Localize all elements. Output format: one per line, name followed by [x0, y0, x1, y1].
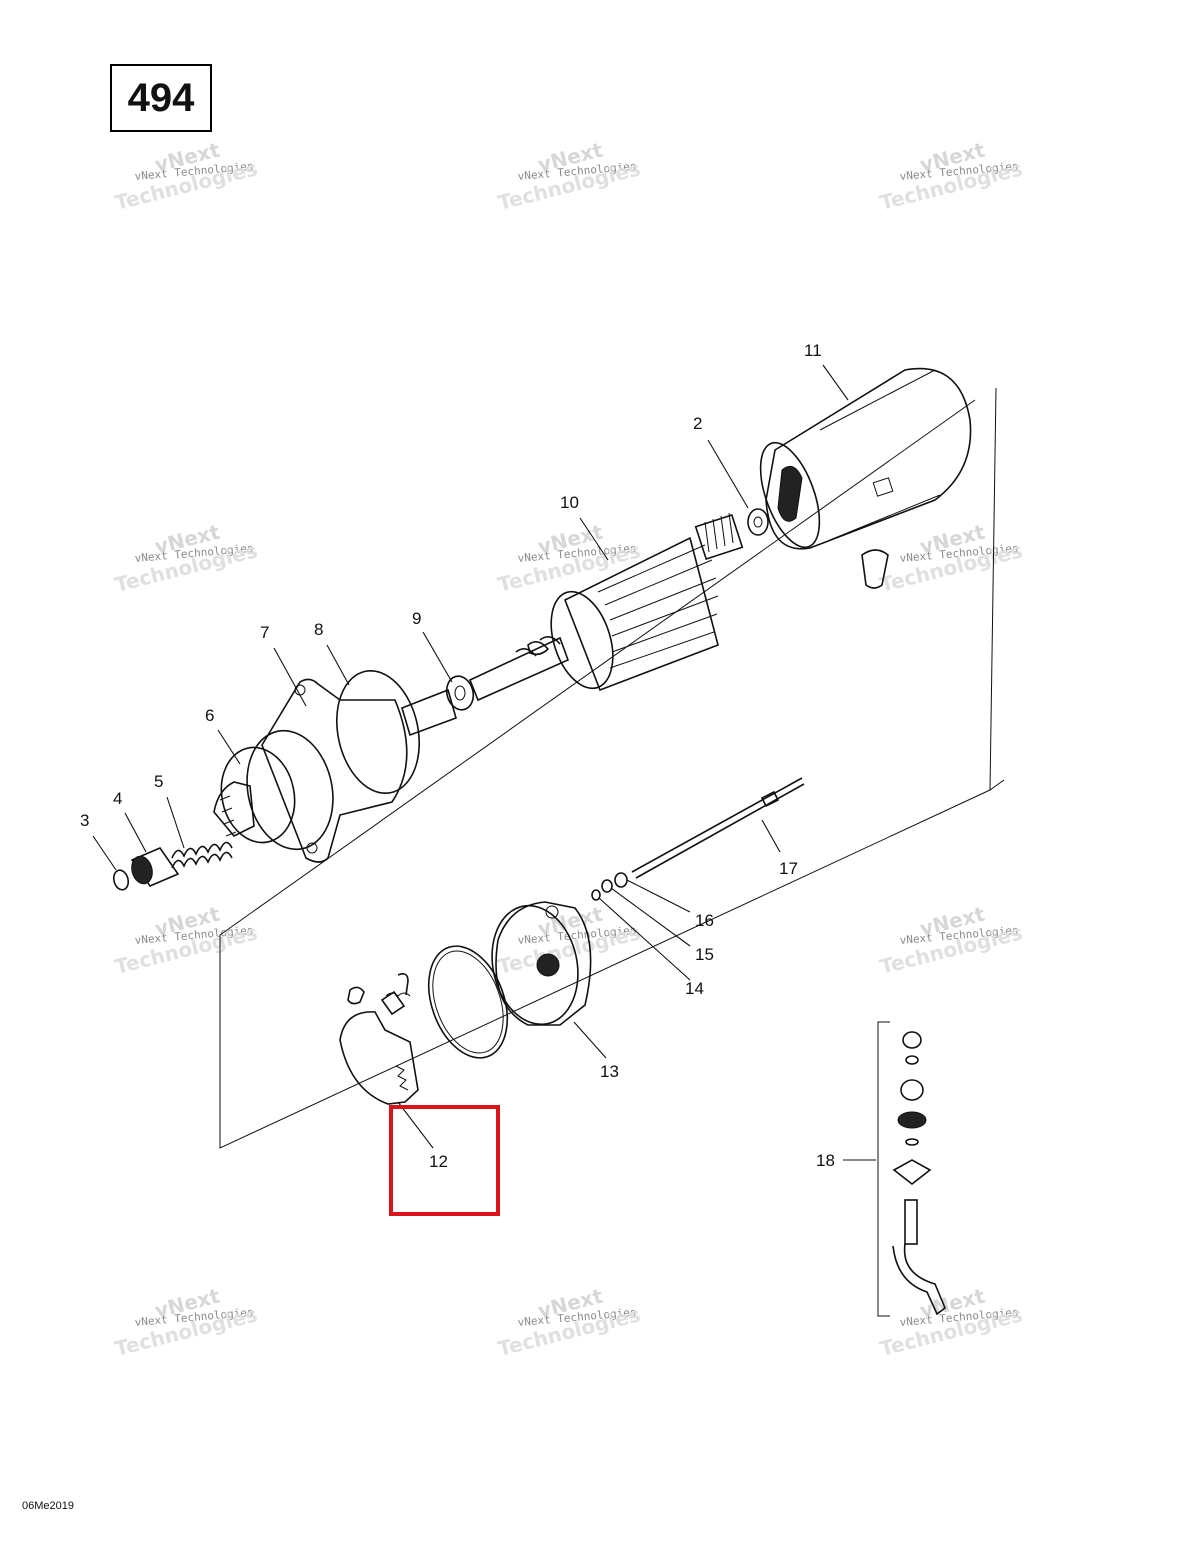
callout-label: 9 [412, 609, 421, 628]
watermarks: vNext vNext Technologies Technologies vN… [112, 138, 1024, 1361]
callout-label: 14 [685, 979, 704, 998]
end-cover-o-ring [427, 945, 509, 1059]
callout-label: 16 [695, 911, 714, 930]
callout-label: 13 [600, 1062, 619, 1081]
callout-label: 8 [314, 620, 323, 639]
watermark-top-left: vNext vNext Technologies Technologies [112, 138, 259, 215]
part-2-washer [747, 508, 769, 536]
watermark-lower-left: vNext vNext Technologies Technologies [112, 902, 259, 979]
date-stamp: 06Me2019 [22, 1500, 74, 1512]
part-5-spring [171, 841, 233, 869]
callout-label: 10 [560, 493, 579, 512]
part-9-washer [445, 675, 475, 711]
part-7-drive-housing [246, 678, 408, 863]
callout-label: 7 [260, 623, 269, 642]
watermark-lower-right: vNext vNext Technologies Technologies [877, 902, 1024, 979]
assembly-frame [219, 387, 1005, 1149]
part-11-housing [759, 367, 972, 589]
callout-labels: 11 2 10 7 8 9 6 5 4 3 17 16 15 14 13 12 … [80, 341, 835, 1171]
page-number-box: 494 [110, 64, 212, 132]
callout-label: 3 [80, 811, 89, 830]
watermark-lower-center: vNext vNext Technologies Technologies [495, 902, 642, 979]
part-10-armature [468, 512, 744, 702]
watermark-top-right: vNext vNext Technologies Technologies [877, 138, 1024, 215]
highlight-box [389, 1105, 500, 1216]
watermark-top-center: vNext vNext Technologies Technologies [495, 138, 642, 215]
watermark-mid-right: vNext vNext Technologies Technologies [877, 520, 1024, 597]
callout-label: 4 [113, 789, 122, 808]
watermark-mid-center: vNext vNext Technologies Technologies [495, 520, 642, 597]
watermark-mid-left: vNext vNext Technologies Technologies [112, 520, 259, 597]
callout-label: 11 [804, 341, 822, 360]
callout-label: 15 [695, 945, 714, 964]
callout-label: 17 [779, 859, 798, 878]
part-4-collar [130, 847, 180, 887]
leader-lines [92, 364, 849, 1149]
part-18-terminal-kit [843, 1021, 946, 1317]
callout-label: 2 [693, 414, 702, 433]
callout-label: 6 [205, 706, 214, 725]
watermark-bottom-left: vNext vNext Technologies Technologies [112, 1284, 259, 1361]
callout-label: 12 [429, 1152, 448, 1171]
part-17-through-bolt [631, 777, 805, 879]
callout-label: 18 [816, 1151, 835, 1170]
part-3-snap-ring [112, 869, 130, 891]
part-14-nut [591, 889, 601, 901]
part-6-pinion [213, 746, 296, 844]
page-number: 494 [127, 75, 195, 120]
part-8-o-ring [336, 669, 457, 795]
watermark-bottom-center: vNext vNext Technologies Technologies [495, 1284, 642, 1361]
part-16-washer [614, 872, 628, 888]
watermark-bottom-right: vNext vNext Technologies Technologies [877, 1284, 1024, 1361]
part-15-lock-washer [601, 879, 613, 893]
callout-label: 5 [154, 772, 163, 791]
part-12-brush-holder [339, 973, 419, 1105]
